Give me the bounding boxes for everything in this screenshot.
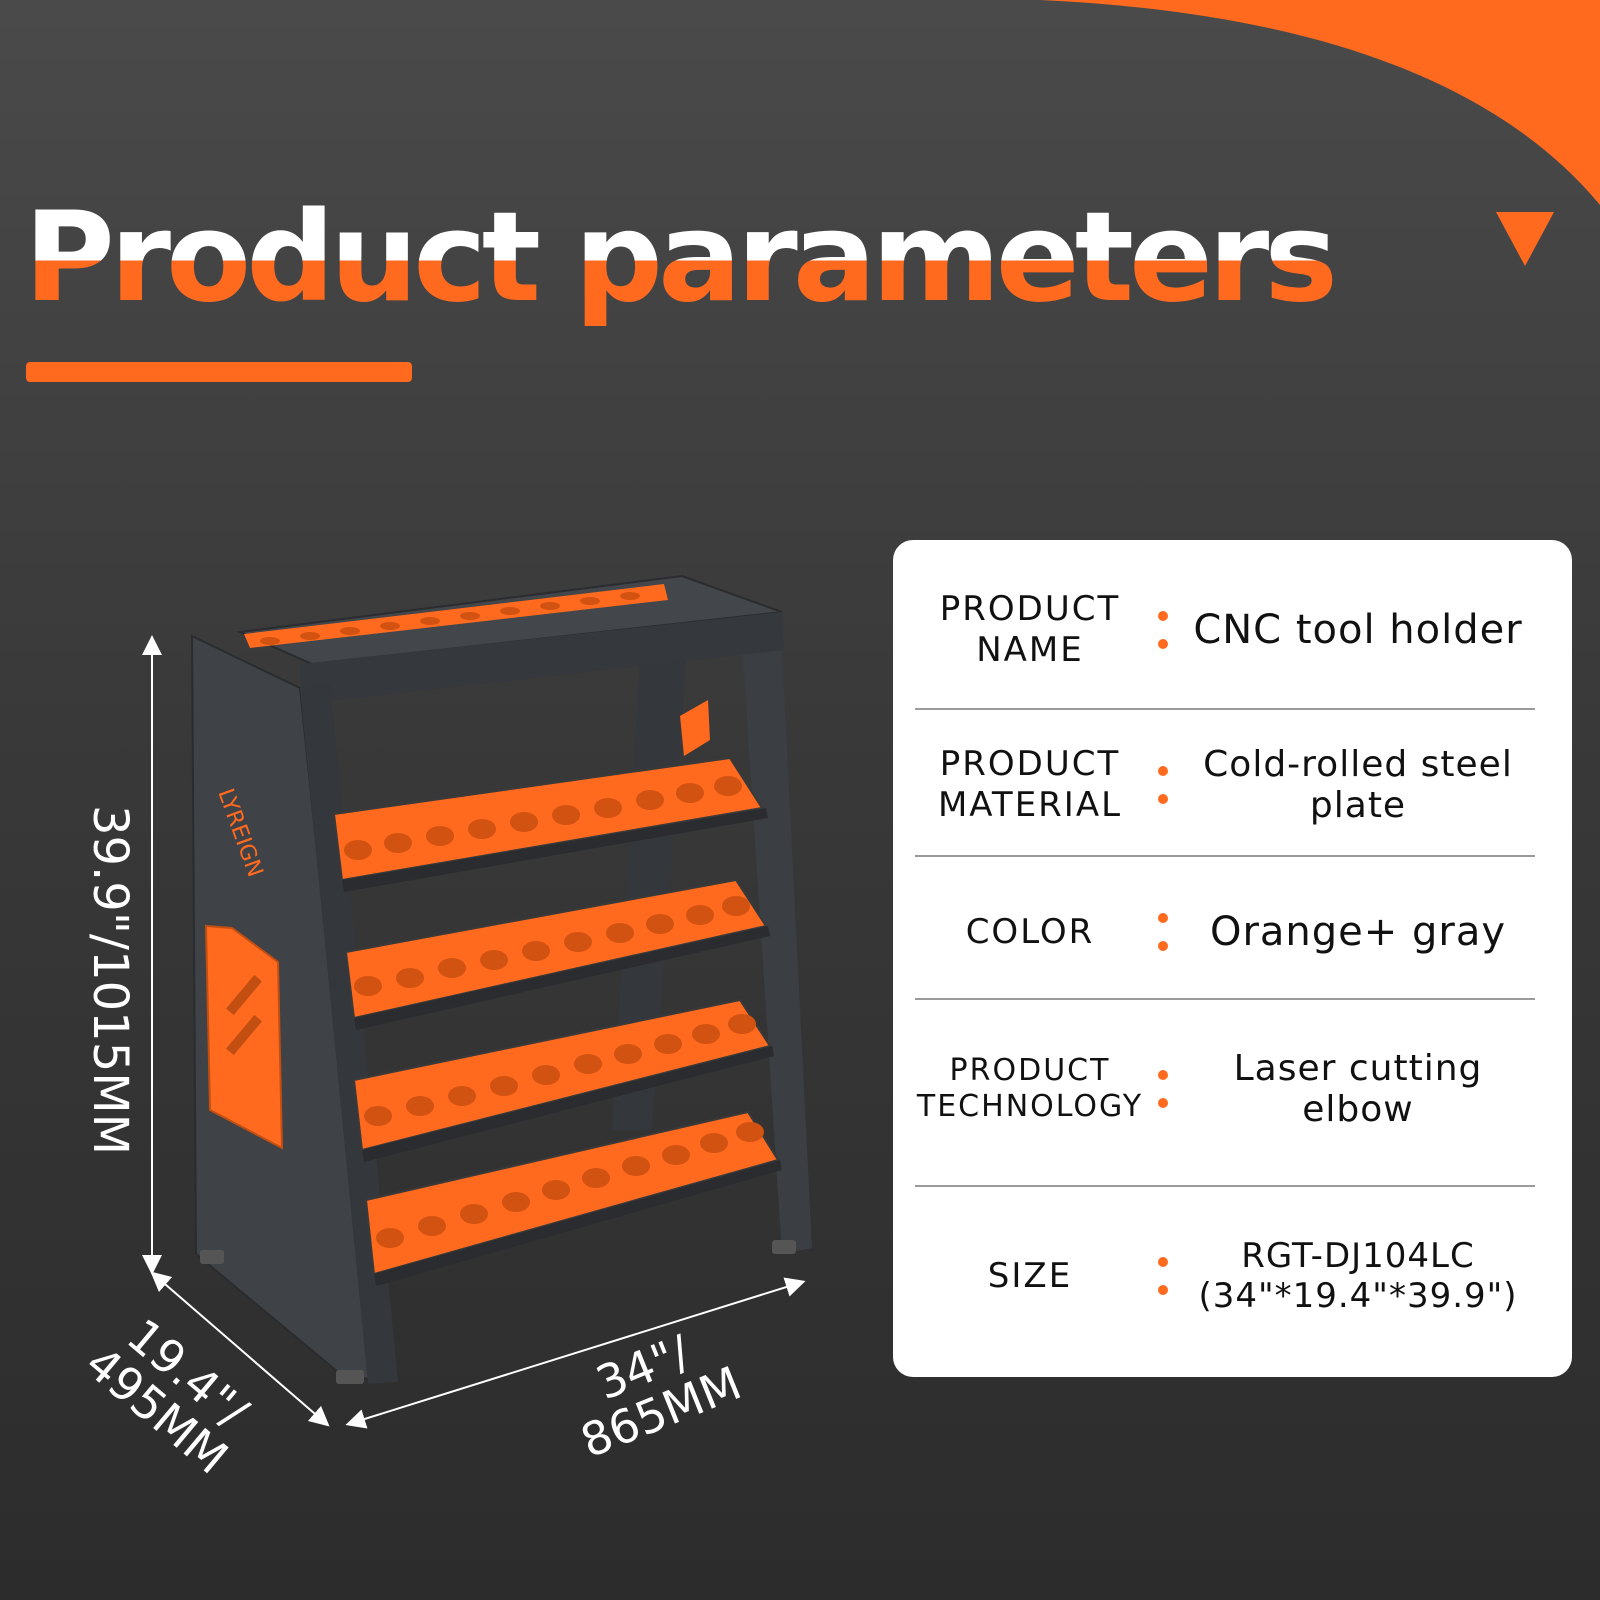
spec-row-product-material: PRODUCT MATERIAL Cold-rolled steel plate — [915, 735, 1535, 835]
spec-row-product-name: PRODUCT NAME CNC tool holder — [915, 580, 1535, 680]
down-triangle-icon — [1496, 212, 1554, 266]
spec-label-line: PRODUCT — [939, 744, 1121, 785]
spec-label-line: COLOR — [965, 911, 1095, 952]
spec-divider — [915, 708, 1535, 710]
height-dimension-label: 39.9"/1015MM — [82, 804, 139, 1156]
spec-value-line: RGT-DJ104LC — [1241, 1236, 1475, 1276]
spec-value: Orange+ gray — [1181, 909, 1535, 955]
spec-label-line: TECHNOLOGY — [916, 1089, 1144, 1124]
spec-value-line: CNC tool holder — [1193, 607, 1523, 653]
title-underline — [26, 362, 412, 382]
depth-dimension-line — [150, 1271, 330, 1427]
spec-label: COLOR — [915, 912, 1145, 953]
spec-divider — [915, 855, 1535, 857]
spec-divider — [915, 1185, 1535, 1187]
spec-label: PRODUCT TECHNOLOGY — [915, 1053, 1145, 1125]
spec-value: Cold-rolled steel plate — [1181, 744, 1535, 826]
spec-label-line: NAME — [976, 630, 1084, 670]
spec-label-line: PRODUCT — [939, 589, 1121, 630]
colon-icon — [1145, 913, 1181, 951]
width-dimension-line — [345, 1277, 806, 1429]
spec-label: SIZE — [915, 1256, 1145, 1297]
rack-frame: LYREIGN — [190, 574, 812, 1384]
spec-label: PRODUCT NAME — [915, 589, 1145, 671]
spec-value-line: Cold-rolled steel plate — [1203, 744, 1513, 826]
spec-value: CNC tool holder — [1181, 607, 1535, 653]
colon-icon — [1145, 766, 1181, 804]
spec-value-line: Orange+ gray — [1209, 909, 1507, 955]
spec-row-size: SIZE RGT-DJ104LC (34"*19.4"*39.9") — [915, 1216, 1535, 1336]
colon-icon — [1145, 1070, 1181, 1108]
spec-value: Laser cutting elbow — [1181, 1048, 1535, 1130]
colon-icon — [1145, 1257, 1181, 1295]
spec-value-line: (34"*19.4"*39.9") — [1198, 1276, 1518, 1316]
spec-value-line: Laser cutting elbow — [1233, 1048, 1483, 1130]
spec-label: PRODUCT MATERIAL — [915, 744, 1145, 826]
colon-icon — [1145, 611, 1181, 649]
cnc-tool-rack-image: LYREIGN — [142, 574, 812, 1429]
spec-card: PRODUCT NAME CNC tool holder PRODUCT MAT… — [893, 540, 1572, 1377]
spec-divider — [915, 998, 1535, 1000]
spec-row-color: COLOR Orange+ gray — [915, 882, 1535, 982]
spec-label-line: PRODUCT — [949, 1053, 1111, 1088]
page-title: Product parameters — [24, 186, 1338, 330]
tool-shelves — [260, 592, 782, 1286]
title-block: Product parameters — [24, 186, 1338, 330]
spec-label-line: MATERIAL — [937, 785, 1123, 825]
spec-row-product-technology: PRODUCT TECHNOLOGY Laser cutting elbow — [915, 1034, 1535, 1144]
spec-value: RGT-DJ104LC (34"*19.4"*39.9") — [1181, 1236, 1535, 1316]
spec-label-line: SIZE — [987, 1255, 1073, 1296]
